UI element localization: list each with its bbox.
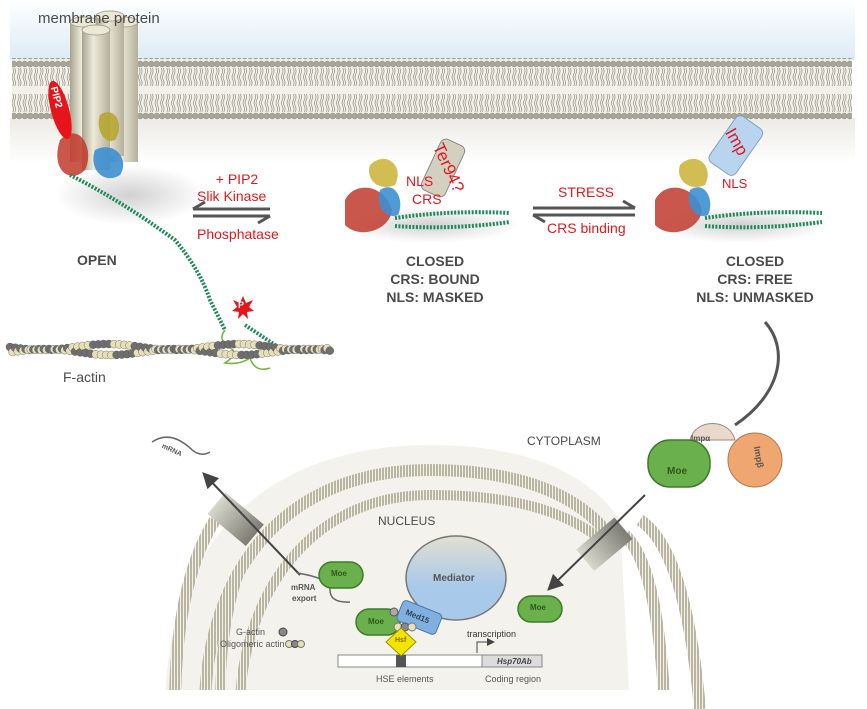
mediator-label: Mediator bbox=[433, 573, 475, 584]
gene-name-label: Hsp70Ab bbox=[497, 657, 532, 666]
hsf-label: Hsf bbox=[395, 637, 407, 644]
nls-bound-label: NLS bbox=[406, 173, 434, 189]
equilibrium-arrows-stress bbox=[532, 199, 636, 224]
moesin-closed-free bbox=[650, 115, 830, 243]
nuclear-pore-left bbox=[207, 492, 264, 547]
moe-export-label: Moe bbox=[331, 569, 347, 578]
ter94-partner-icon bbox=[420, 138, 466, 198]
moe-export-blob bbox=[318, 561, 364, 589]
transcription-arrow bbox=[476, 638, 495, 653]
state-closed-free: CLOSED CRS: FREE NLS: UNMASKED bbox=[685, 252, 825, 306]
moesin-open-state bbox=[48, 80, 277, 370]
moe-nuclear-label: Moe bbox=[530, 603, 546, 612]
phosphatase-label: Phosphatase bbox=[197, 226, 279, 242]
import-path-curve bbox=[734, 321, 780, 427]
nucleus bbox=[160, 445, 706, 709]
state-closed-free-line1: CLOSED bbox=[725, 253, 785, 269]
mediator-complex bbox=[405, 535, 507, 621]
open-state-label: OPEN bbox=[77, 252, 117, 268]
mrna-export-label-1: mRNA bbox=[291, 583, 316, 592]
state-closed-bound: CLOSED CRS: BOUND NLS: MASKED bbox=[380, 252, 490, 306]
hse-elements-label: HSE elements bbox=[376, 674, 434, 684]
imp-alpha-label: Impα bbox=[691, 434, 711, 443]
gene-coding-region bbox=[481, 654, 543, 668]
actin-monomer bbox=[325, 346, 334, 355]
cytoplasm-label: CYTOPLASM bbox=[527, 434, 601, 448]
crs-bound-label: CRS bbox=[412, 191, 442, 207]
state-closed-free-line3: NLS: UNMASKED bbox=[696, 289, 814, 305]
g-actin-icon bbox=[278, 627, 288, 637]
mrna-strand-export bbox=[296, 572, 351, 603]
moe-complex-label: Moe bbox=[368, 617, 384, 626]
stress-label: STRESS bbox=[558, 184, 615, 200]
state-closed-free-line2: CRS: FREE bbox=[717, 271, 793, 287]
g-actin-label: G-actin bbox=[236, 627, 266, 637]
state-closed-bound-line1: CLOSED bbox=[405, 253, 465, 269]
f-actin-label: F-actin bbox=[63, 369, 106, 385]
oligomeric-actin-label: Oligomeric actin bbox=[220, 639, 285, 649]
pip2-tag-icon bbox=[48, 80, 72, 140]
alpha-helix-linker bbox=[69, 173, 227, 331]
moe-import-complex-label: Moe bbox=[667, 466, 687, 477]
nuclear-pore-right bbox=[576, 517, 633, 572]
nuclear-import-arrow bbox=[547, 494, 646, 591]
state-closed-bound-line3: NLS: MASKED bbox=[386, 289, 484, 305]
transcription-label: transcription bbox=[467, 629, 517, 639]
mrna-export-label-2: export bbox=[292, 594, 317, 603]
membrane-protein-label: membrane protein bbox=[38, 10, 160, 27]
f-actin-filament bbox=[5, 339, 334, 360]
importin-partner-icon bbox=[708, 115, 764, 176]
nls-free-label: NLS bbox=[722, 176, 748, 191]
import-complex bbox=[647, 423, 783, 488]
extracellular-space bbox=[10, 0, 855, 60]
oligomeric-actin-icon bbox=[285, 640, 305, 648]
state-closed-bound-line2: CRS: BOUND bbox=[390, 271, 480, 287]
plasma-membrane bbox=[12, 58, 852, 120]
equilibrium-arrows-pip2 bbox=[192, 200, 271, 225]
crs-binding-label: CRS binding bbox=[547, 220, 626, 236]
gene-promoter-region bbox=[337, 654, 487, 668]
hse-element bbox=[396, 655, 406, 667]
coding-region-label: Coding region bbox=[485, 674, 542, 684]
nucleus-label: NUCLEUS bbox=[378, 514, 436, 528]
moe-import-blob bbox=[517, 595, 563, 623]
mrna-export-arrow bbox=[202, 472, 301, 576]
phosphorylation-icon bbox=[232, 296, 254, 319]
slik-kinase-label: Slik Kinase bbox=[197, 188, 267, 204]
hsf-factor bbox=[385, 627, 417, 657]
pip2-condition-label: + PIP2 bbox=[215, 171, 259, 187]
moesin-closed-bound bbox=[340, 138, 520, 243]
mrna-strand-out bbox=[151, 436, 211, 455]
phospho-label: P bbox=[238, 300, 245, 310]
